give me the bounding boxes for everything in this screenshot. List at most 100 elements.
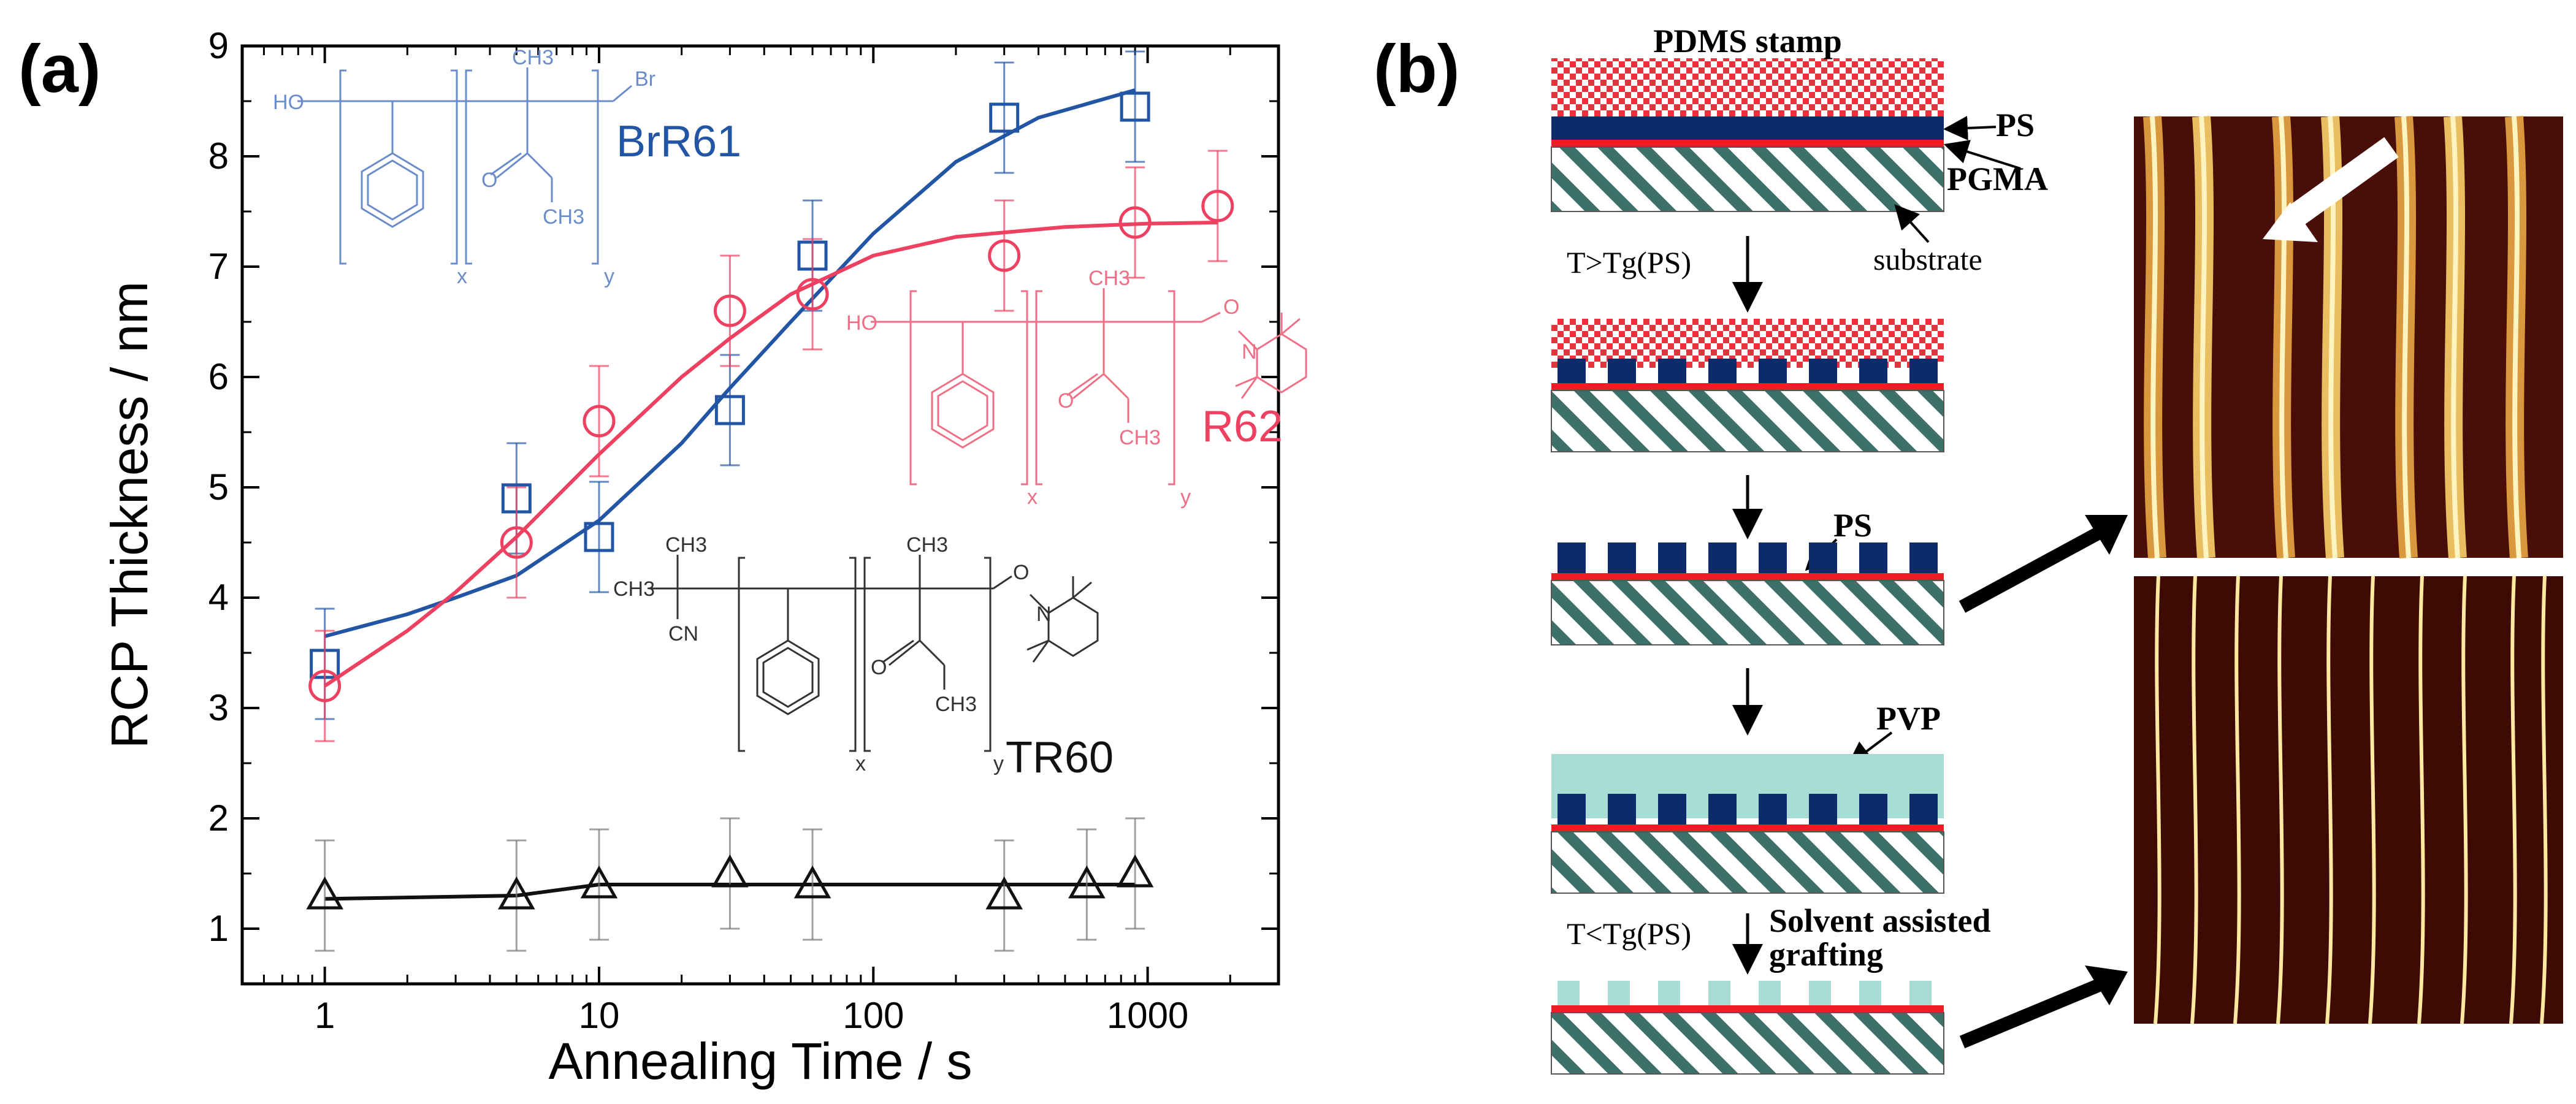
data-point	[1201, 189, 1234, 223]
pillar	[1708, 794, 1737, 824]
afm-fine-stripe	[2154, 576, 2161, 1024]
schematic-step-1: PDMS stamp PS PGMA substrate	[1551, 23, 2048, 276]
substrate-label: substrate	[1873, 242, 1982, 276]
pillar	[1759, 794, 1787, 824]
afm-fine-stripe	[2190, 576, 2198, 1024]
plot-frame	[240, 44, 1280, 986]
afm-stripe-highlight	[2512, 116, 2521, 558]
afm-fine-stripe	[2417, 576, 2425, 1024]
series-label-tr60: TR60	[1006, 733, 1114, 782]
tr60-o-b: O	[871, 656, 887, 679]
pgma-layer-4	[1551, 824, 1944, 832]
afm-fine-stripe	[2233, 576, 2241, 1024]
x-axis-title: Annealing Time / s	[548, 1032, 972, 1090]
data-point	[793, 865, 831, 899]
ps-mid-label: PS	[1833, 507, 1872, 544]
afm-image-bottom	[2134, 576, 2563, 1024]
afm-image-top	[2134, 115, 2563, 559]
series-tr60	[306, 817, 1154, 952]
pillar	[1658, 794, 1686, 824]
pillar	[1759, 542, 1787, 573]
afm-arrow-top	[1959, 521, 2113, 613]
x-tick-label: 1000	[1107, 995, 1188, 1036]
r62-y: y	[1180, 485, 1191, 509]
pillar	[1658, 542, 1686, 573]
data-point	[989, 102, 1020, 133]
pdms-stamp-label: PDMS stamp	[1653, 23, 1842, 59]
data-point	[583, 405, 616, 438]
y-tick-label: 4	[208, 577, 229, 618]
tr60-ch3-a: CH3	[665, 533, 707, 557]
substrate-block	[1551, 147, 1944, 212]
pillar	[1809, 981, 1831, 1005]
pillar	[1859, 794, 1887, 824]
ps-layer	[1551, 116, 1944, 140]
substrate-pointer	[1894, 204, 1930, 243]
pgma-layer	[1551, 140, 1944, 147]
data-point	[1118, 206, 1152, 239]
pillar	[1909, 794, 1938, 824]
axis-ticks	[241, 45, 1280, 984]
y-tick-label: 3	[208, 687, 229, 728]
series-label-brr61: BrR61	[616, 117, 741, 166]
r62-n: N	[1242, 340, 1257, 364]
pillar	[1909, 542, 1938, 573]
y-tick-label: 9	[208, 25, 229, 66]
y-tick-label: 6	[208, 356, 229, 397]
afm-stripe-highlight	[2401, 116, 2411, 558]
pillar	[1909, 359, 1938, 383]
ps-top-label: PS	[1996, 107, 2035, 143]
brr61-structure	[297, 67, 632, 265]
afm-white-arrowhead	[2263, 202, 2318, 242]
y-tick-label: 1	[208, 908, 229, 949]
pillar	[1708, 981, 1730, 1005]
y-tick-label: 7	[208, 246, 229, 287]
afm-stripe-highlight	[2279, 116, 2288, 558]
r62-o-b: O	[1058, 389, 1074, 413]
brr61-ho: HO	[273, 91, 304, 114]
pillar	[1809, 794, 1837, 824]
data-point	[584, 522, 614, 552]
pgma-pointer	[1943, 140, 2021, 170]
data-point	[500, 526, 533, 559]
schematic: PDMS stamp PS PGMA substrate T>Tg(PS) PS	[1551, 23, 2128, 1075]
brr61-br: Br	[635, 67, 655, 91]
tr60-ch3-c: CH3	[906, 533, 948, 557]
y-tick-label: 5	[208, 466, 229, 508]
data-point	[713, 294, 746, 327]
pillar	[1859, 542, 1887, 573]
afm-stripe-highlight	[2328, 116, 2337, 558]
r62-structure	[871, 288, 1307, 485]
r62-x: x	[1027, 485, 1038, 509]
r62-ch3-b: CH3	[1119, 426, 1161, 449]
afm-fine-stripe	[2368, 576, 2376, 1024]
pillar	[1557, 794, 1586, 824]
substrate-5	[1551, 1012, 1944, 1075]
afm-white-arrow	[2286, 137, 2399, 228]
series-layer	[306, 50, 1234, 952]
data-point	[796, 278, 829, 311]
pillar	[1759, 981, 1781, 1005]
data-point	[306, 876, 343, 910]
grafting-label: grafting	[1769, 936, 1883, 973]
data-point	[308, 669, 342, 702]
pillar	[1658, 359, 1686, 383]
pillar	[1608, 542, 1636, 573]
schematic-step-3	[1551, 542, 1944, 645]
series-r62	[308, 150, 1234, 742]
afm-stripe-highlight	[2199, 116, 2209, 558]
fit-line	[323, 221, 1218, 688]
data-point	[711, 854, 749, 888]
pillar	[1608, 359, 1636, 383]
tr60-structure	[650, 555, 1099, 752]
panel-a-label: (a)	[18, 31, 101, 107]
afm-fine-stripe	[2540, 576, 2548, 1024]
pillar	[1608, 794, 1636, 824]
r62-ch3: CH3	[1088, 267, 1130, 290]
pillar	[1859, 981, 1881, 1005]
tr60-o: O	[1013, 561, 1029, 584]
pillar	[1708, 359, 1737, 383]
